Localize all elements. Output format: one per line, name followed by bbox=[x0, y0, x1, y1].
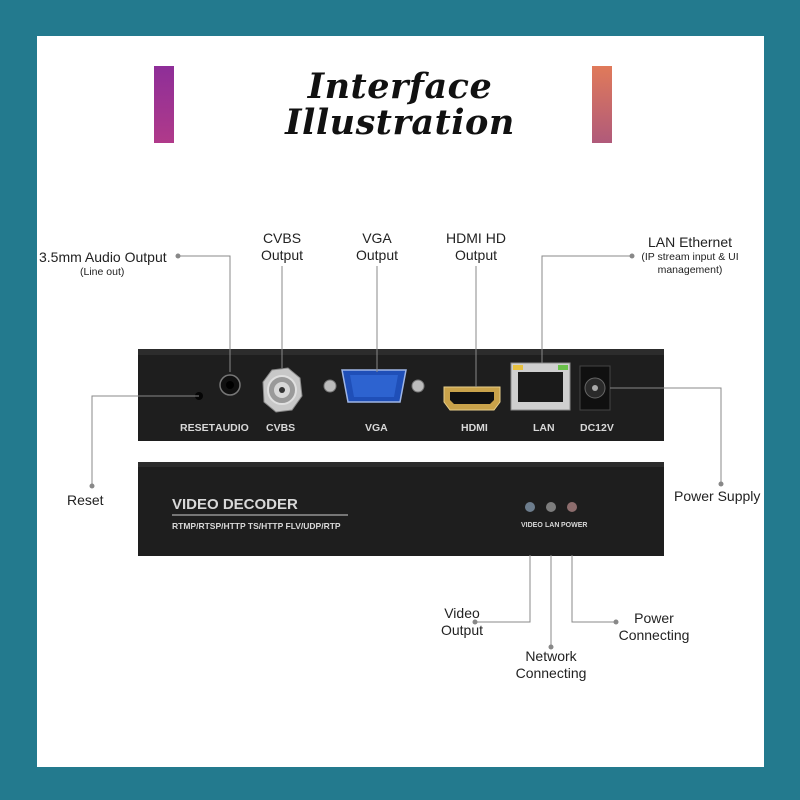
led-label-lan: LAN bbox=[545, 522, 559, 529]
product-name: VIDEO DECODER bbox=[172, 496, 298, 513]
callout-vga-line1: VGA bbox=[362, 230, 392, 246]
power-led-icon bbox=[567, 502, 577, 512]
callout-vga-output: VGA Output bbox=[332, 230, 422, 264]
port-label-cvbs: CVBS bbox=[266, 422, 295, 434]
callout-lan-line2: (IP stream input & UI bbox=[641, 251, 739, 263]
leader-lines bbox=[91, 255, 722, 647]
callout-audio-line1: 3.5mm Audio Output bbox=[39, 249, 167, 265]
callout-lan-ethernet: LAN Ethernet (IP stream input & UI manag… bbox=[630, 234, 750, 277]
callout-lan-line3: management) bbox=[657, 264, 723, 276]
led-label-power: POWER bbox=[561, 522, 587, 529]
port-label-lan: LAN bbox=[533, 422, 555, 434]
front-panel: VIDEO DECODER RTMP/RTSP/HTTP TS/HTTP FLV… bbox=[138, 462, 664, 556]
callout-hdmi-line1: HDMI HD bbox=[446, 230, 506, 246]
lan-port bbox=[510, 362, 571, 411]
callout-network-line1: Network bbox=[525, 648, 577, 664]
callout-cvbs-output: CVBS Output bbox=[237, 230, 327, 264]
led-label-video: VIDEO bbox=[521, 522, 543, 529]
callout-power-supply: Power Supply bbox=[674, 488, 761, 504]
leader-dots bbox=[89, 253, 724, 650]
accent-bar-right bbox=[592, 66, 612, 143]
protocol-list: RTMP/RTSP/HTTP TS/HTTP FLV/UDP/RTP bbox=[172, 521, 341, 531]
hdmi-connector bbox=[443, 386, 501, 411]
callout-power-line2: Connecting bbox=[618, 627, 690, 643]
audio-jack bbox=[219, 374, 241, 396]
port-label-audio: AUDIO bbox=[215, 422, 249, 434]
callout-cvbs-line2: Output bbox=[260, 247, 304, 263]
lan-led-icon bbox=[546, 502, 556, 512]
rear-panel: RESET AUDIO CVBS VGA HDMI LAN DC12V bbox=[138, 349, 664, 441]
callout-video-line2: Output bbox=[440, 622, 484, 638]
cvbs-bnc-connector bbox=[262, 367, 303, 413]
page-title-line1: Interface bbox=[307, 66, 493, 107]
callout-power-line1: Power bbox=[634, 610, 674, 626]
video-led-icon bbox=[525, 502, 535, 512]
page-title-line2: Illustration bbox=[285, 102, 515, 143]
port-label-vga: VGA bbox=[365, 422, 388, 434]
accent-bar-left bbox=[154, 66, 174, 143]
callout-network-line2: Connecting bbox=[515, 665, 587, 681]
callout-hdmi-line2: Output bbox=[454, 247, 498, 263]
callout-lan-line1: LAN Ethernet bbox=[647, 234, 733, 250]
callout-network-connecting: Network Connecting bbox=[511, 648, 591, 682]
port-label-reset: RESET bbox=[180, 422, 216, 434]
port-label-hdmi: HDMI bbox=[461, 422, 488, 434]
callout-video-line1: Video bbox=[444, 605, 480, 621]
callout-audio-output: 3.5mm Audio Output (Line out) bbox=[39, 249, 179, 279]
callout-power-connecting: Power Connecting bbox=[614, 610, 694, 644]
callout-vga-line2: Output bbox=[355, 247, 399, 263]
dc-jack bbox=[579, 365, 611, 411]
callout-audio-line2: (Line out) bbox=[80, 266, 125, 278]
callout-hdmi-output: HDMI HD Output bbox=[431, 230, 521, 264]
vga-connector bbox=[323, 369, 425, 403]
port-label-dc12v: DC12V bbox=[580, 422, 614, 434]
callout-cvbs-line1: CVBS bbox=[262, 230, 302, 246]
callout-video-output: Video Output bbox=[432, 605, 492, 639]
callout-reset: Reset bbox=[67, 492, 104, 508]
